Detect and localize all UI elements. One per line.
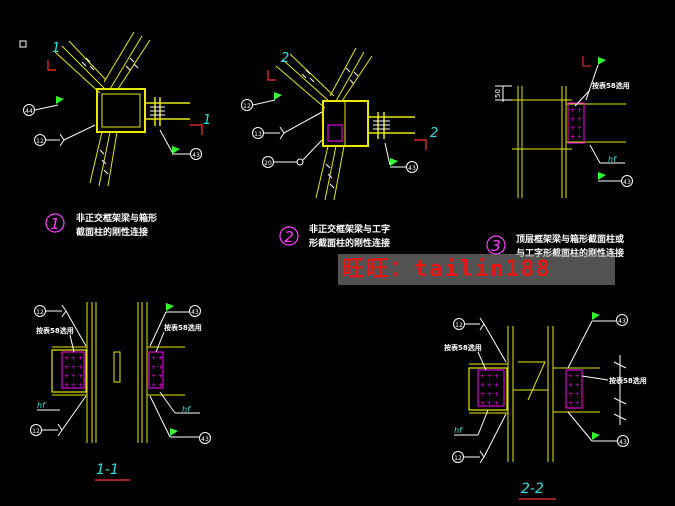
svg-text:+ + +: + + +	[64, 373, 83, 380]
detail-2: 2 2 12 13 20 43 2 非正交框架梁与工字 形截面柱的刚性连接	[241, 47, 438, 249]
svg-text:hf: hf	[454, 426, 463, 435]
section-2-2: + + + + + + + + + + + + + + + + + + + + 按表58选用…	[444, 312, 647, 500]
note-d3: 按表58选用	[592, 81, 630, 90]
svg-text:+ +: + +	[151, 382, 163, 389]
detail-number-d3: 3	[491, 237, 501, 255]
svg-text:+ +: + +	[570, 116, 582, 123]
svg-text:+ + +: + + +	[480, 400, 499, 407]
axis-label-d1a: 1	[52, 41, 60, 56]
svg-text:20: 20	[264, 160, 272, 167]
svg-text:43: 43	[618, 318, 626, 325]
inclined-beam-d1b	[89, 31, 151, 187]
caption-d2-line2: 形截面柱的刚性连接	[309, 237, 390, 249]
svg-text:+ + +: + + +	[480, 391, 499, 398]
inclined-beam-d1a	[54, 40, 107, 94]
svg-text:+ + +: + + +	[480, 373, 499, 380]
svg-text:+ +: + +	[568, 391, 580, 398]
detail-number-d2: 2	[284, 228, 294, 246]
svg-text:43: 43	[619, 439, 627, 446]
svg-text:+ +: + +	[568, 382, 580, 389]
svg-text:43: 43	[201, 436, 209, 443]
axis-label-d2a: 2	[281, 51, 289, 66]
svg-text:44: 44	[25, 108, 33, 115]
note-s11-left: 按表58选用	[36, 326, 74, 335]
caption-d2-line1: 非正交框架梁与工字	[309, 223, 390, 235]
svg-text:12: 12	[36, 309, 44, 316]
svg-text:12: 12	[455, 322, 463, 329]
bolts-d2	[301, 67, 359, 189]
svg-text:+ +: + +	[151, 355, 163, 362]
column-s11	[52, 302, 185, 443]
bolts-s11: + + + + + + + + + + + + + + + + + + + +	[64, 355, 163, 389]
callouts-d2: 12 13 20 43	[241, 92, 418, 173]
svg-text:+ +: + +	[570, 125, 582, 132]
svg-text:+ +: + +	[151, 373, 163, 380]
dim-d3: 50	[494, 89, 502, 98]
caption-d1-line1: 非正交框架梁与箱形	[76, 212, 157, 224]
svg-text:hf: hf	[182, 405, 191, 414]
endplate-s11-left	[61, 351, 85, 389]
callouts-s22: 12 43 12 43 hf	[452, 312, 629, 464]
svg-text:12: 12	[36, 138, 44, 145]
svg-text:12: 12	[454, 455, 462, 462]
svg-text:12: 12	[243, 103, 251, 110]
svg-text:43: 43	[191, 309, 199, 316]
svg-text:43: 43	[408, 165, 416, 172]
corner-marker	[19, 40, 27, 48]
section-title-2-2: 2-2	[521, 481, 544, 497]
svg-text:+ +: + +	[570, 134, 582, 141]
svg-text:hf: hf	[37, 401, 46, 410]
bolts-d3: + + + + + + + +	[570, 107, 582, 141]
svg-text:+ + +: + + +	[64, 364, 83, 371]
column-s22	[469, 326, 600, 462]
bolts-s22: + + + + + + + + + + + + + + + + + + + +	[480, 373, 580, 407]
weld-d3: hf	[608, 155, 617, 164]
svg-text:12: 12	[32, 428, 40, 435]
svg-text:+ + +: + + +	[64, 382, 83, 389]
watermark-banner: 旺旺：tailin188	[338, 254, 615, 285]
endplate-s22-right	[565, 369, 583, 409]
detail-1: 1 1 44 12 43 1 非正交框架梁与箱形 截面柱的刚性连接	[23, 31, 211, 238]
axis-label-d1b: 1	[203, 113, 211, 128]
h-column-d2	[322, 100, 369, 147]
endplate-s22-left	[477, 369, 505, 407]
column-d3	[512, 86, 626, 198]
svg-text:43: 43	[623, 179, 631, 186]
detail-number-d1: 1	[50, 215, 60, 233]
svg-text:+ +: + +	[568, 373, 580, 380]
bolts-d1	[81, 57, 139, 175]
svg-text:43: 43	[192, 152, 200, 159]
svg-text:+ +: + +	[570, 107, 582, 114]
note-s22-left: 按表58选用	[444, 343, 482, 352]
svg-text:+ + +: + + +	[64, 355, 83, 362]
svg-text:+ +: + +	[151, 364, 163, 371]
endplate-d3	[567, 102, 585, 144]
section-title-1-1: 1-1	[96, 462, 119, 478]
callouts-s11: 12 43 12 43 hf hf	[30, 303, 211, 444]
detail-number-circle-d1	[45, 213, 65, 233]
callouts-d1: 44 12 43	[23, 96, 202, 160]
section-1-1: + + + + + + + + + + + + + + + + + + + + 按表58选用…	[30, 302, 211, 481]
bolts-d1-right	[150, 106, 165, 116]
caption-d3-line1: 顶层框架梁与箱形截面柱或	[516, 233, 624, 245]
detail-number-circle-d2	[279, 226, 299, 246]
axis-label-d2b: 2	[430, 126, 438, 141]
note-s22-right: 按表58选用	[609, 376, 647, 385]
detail-3: + + + + + + + + 50 按表58选用 hf 43 3 顶层框架梁与箱形…	[486, 56, 633, 259]
caption-d1-line2: 截面柱的刚性连接	[76, 226, 148, 238]
svg-text:13: 13	[254, 131, 262, 138]
inclined-beam-d2a	[275, 47, 373, 201]
box-column-d1	[96, 88, 146, 133]
svg-text:+ + +: + + +	[480, 382, 499, 389]
svg-text:+ +: + +	[568, 400, 580, 407]
note-s11-right: 按表58选用	[164, 323, 202, 332]
